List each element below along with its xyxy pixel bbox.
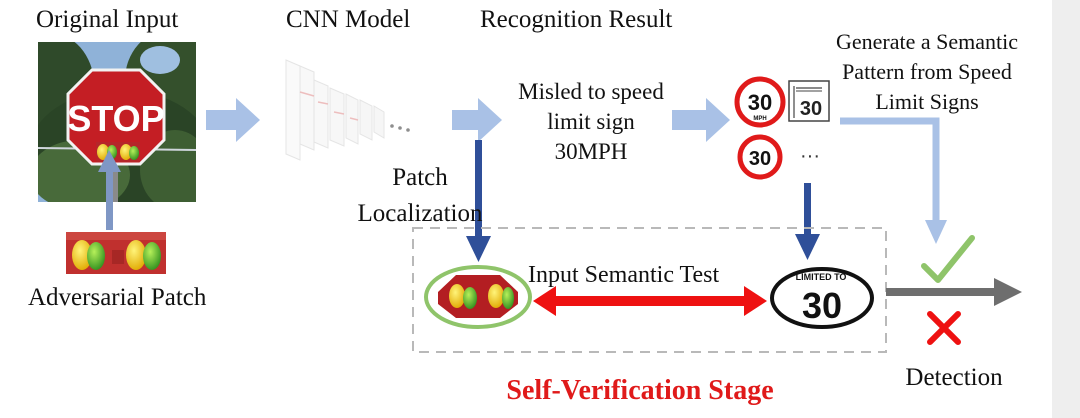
semantic-pattern-arrow (795, 183, 820, 260)
arrow-result-to-signs (672, 98, 730, 142)
misled-line-1: Misled to speed (518, 79, 664, 104)
input-semantic-test-label: Input Semantic Test (528, 262, 720, 288)
patch-on-sign (96, 142, 140, 162)
arrow-input-to-cnn (206, 98, 260, 142)
speed-sign-round-mph (734, 76, 786, 128)
limited-to-30-sign (770, 267, 874, 329)
generate-pattern-line-2: Pattern from Speed (842, 59, 1012, 84)
more-signs-ellipsis: ··· (800, 145, 820, 167)
adversarial-patch-label: Adversarial Patch (28, 284, 207, 311)
localized-patch (424, 265, 532, 329)
generate-pattern-line-1: Generate a Semantic (835, 29, 1018, 54)
header-recognition-result: Recognition Result (480, 6, 673, 33)
header-original-input: Original Input (36, 6, 179, 33)
semantic-test-arrow (533, 286, 767, 316)
patch-localization-line-1: Patch (392, 164, 448, 191)
cnn-model-diagram (285, 59, 410, 161)
arrow-cnn-to-result (452, 98, 502, 142)
misled-line-2: limit sign (547, 109, 635, 134)
detection-arrow (886, 278, 1022, 306)
limited-to-text: LIMITED TO (796, 272, 847, 282)
cross-icon (927, 311, 961, 345)
stop-sign-text: STOP (67, 98, 164, 139)
arrow-semantic-to-check (840, 117, 947, 244)
self-verification-stage-title: Self-Verification Stage (506, 375, 774, 406)
speed-sign-round-mph-value: 30 (748, 90, 772, 115)
misled-line-3: 30MPH (554, 139, 628, 164)
patch-localization-line-2: Localization (357, 200, 483, 227)
speed-sign-rectangular-value: 30 (800, 98, 822, 120)
right-margin-strip (1052, 0, 1080, 418)
check-icon (921, 235, 975, 283)
limited-to-value: 30 (802, 285, 842, 326)
patch-pointer-arrow (98, 150, 121, 230)
stop-sign-octagon (66, 68, 166, 166)
speed-sign-round-value: 30 (749, 148, 771, 170)
speed-sign-round (737, 134, 783, 180)
patch-localization-arrow (466, 140, 491, 262)
speed-sign-round-mph-unit: MPH (753, 116, 766, 122)
speed-sign-rectangular (788, 80, 830, 122)
adversarial-patch-image (66, 232, 166, 274)
header-cnn-model: CNN Model (286, 6, 411, 33)
generate-pattern-line-3: Limit Signs (875, 89, 979, 114)
detection-label: Detection (905, 364, 1003, 391)
